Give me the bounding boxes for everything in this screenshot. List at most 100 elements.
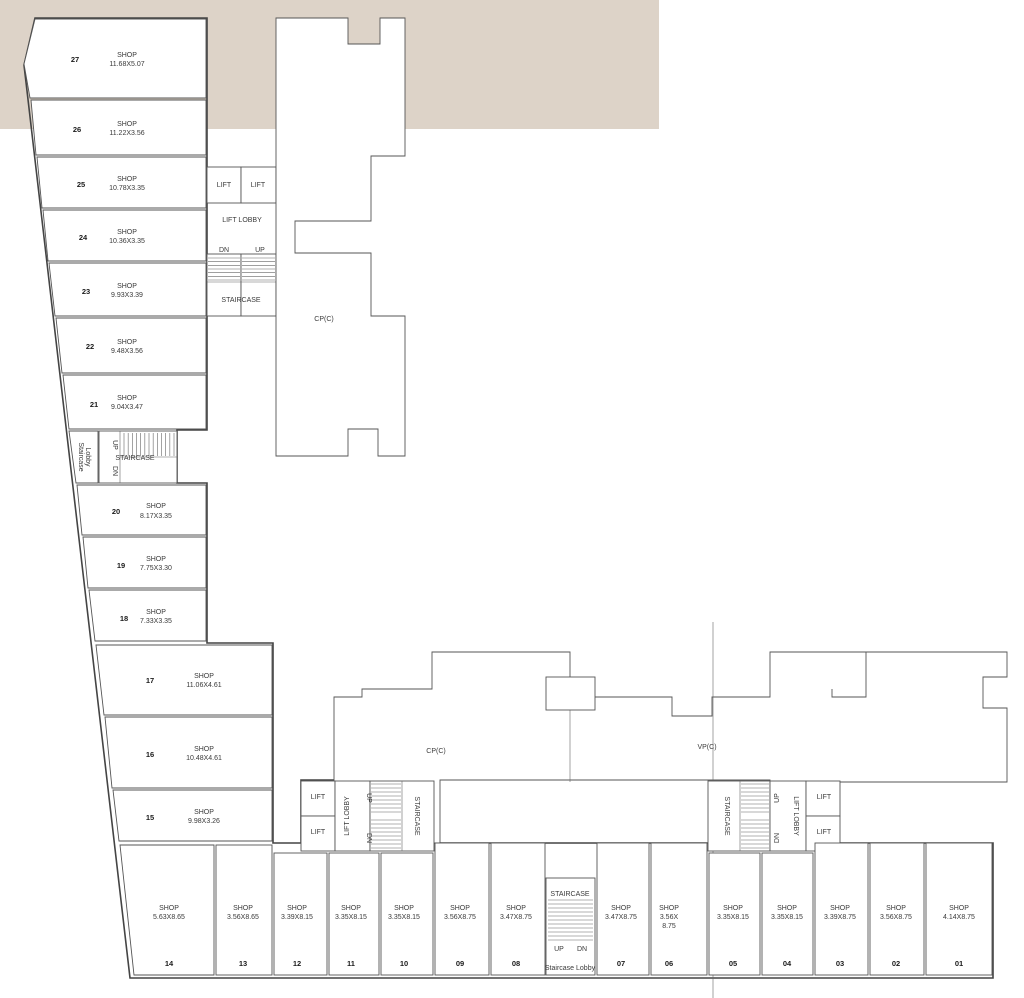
dn-label: DN	[577, 946, 587, 953]
lift-label: LIFT	[817, 829, 832, 836]
shop-label-13: SHOP	[233, 905, 253, 912]
shop-number-12: 12	[293, 959, 301, 968]
shop-size-09: 3.56X8.75	[444, 914, 476, 921]
shop-size-04: 3.35X8.15	[771, 914, 803, 921]
dn-label: DN	[219, 247, 229, 254]
shop-size-08: 3.47X8.75	[500, 914, 532, 921]
shop-number-03: 03	[836, 959, 844, 968]
shop-number-01: 01	[955, 959, 963, 968]
shop-label-18: SHOP	[146, 609, 166, 616]
shop-size-25: 10.78X3.35	[109, 185, 145, 192]
shop-number-24: 24	[79, 233, 88, 242]
shop-label-17: SHOP	[194, 673, 214, 680]
shop-number-06: 06	[665, 959, 673, 968]
bottom-left-lift-core	[300, 780, 435, 852]
shop-number-16: 16	[146, 750, 154, 759]
shop-size-15: 9.98X3.26	[188, 818, 220, 825]
top-lift-core	[206, 166, 277, 317]
staircase-label: STAIRCASE	[221, 297, 260, 304]
shop-size-12: 3.39X8.15	[281, 914, 313, 921]
shop-number-17: 17	[146, 676, 154, 685]
shop-number-25: 25	[77, 180, 85, 189]
shop-label-05: SHOP	[723, 905, 743, 912]
shop-label-27: SHOP	[117, 52, 137, 59]
lift-lobby-label: LIFT LOBBY	[344, 796, 351, 836]
shop-size-21: 9.04X3.47	[111, 404, 143, 411]
shop-label-14: SHOP	[159, 905, 179, 912]
shop-label-20: SHOP	[146, 503, 166, 510]
shop-size-06: 3.56X	[660, 914, 679, 921]
up-label: UP	[255, 247, 265, 254]
staircase-lobby-label: Staircase Lobby	[545, 965, 596, 972]
lift-label: LIFT	[817, 794, 832, 801]
car-park-label: CP(C)	[314, 316, 333, 323]
shop-size-02: 3.56X8.75	[880, 914, 912, 921]
staircase-label: STAIRCASE	[550, 891, 589, 898]
shop-label-26: SHOP	[117, 121, 137, 128]
shop-label-08: SHOP	[506, 905, 526, 912]
shop-label-01: SHOP	[949, 905, 969, 912]
lift-label: LIFT	[251, 182, 266, 189]
shop-number-27: 27	[71, 55, 79, 64]
shop-label-24: SHOP	[117, 229, 137, 236]
lift-lobby-label: LIFT LOBBY	[222, 217, 262, 224]
shop-size-26: 11.22X3.56	[109, 130, 144, 137]
shop-size-07: 3.47X8.75	[605, 914, 637, 921]
shop-label-09: SHOP	[450, 905, 470, 912]
shop-number-21: 21	[90, 400, 98, 409]
shop-label-12: SHOP	[287, 905, 307, 912]
shop-size-10: 3.35X8.15	[388, 914, 420, 921]
shop-size2-06: 8.75	[662, 923, 676, 930]
lift-label: LIFT	[217, 182, 232, 189]
shop-label-19: SHOP	[146, 556, 166, 563]
up-label: UP	[365, 793, 372, 803]
shop-size-14: 5.63X8.65	[153, 914, 185, 921]
shop-size-20: 8.17X3.35	[140, 513, 172, 520]
shop-size-17: 11.06X4.61	[186, 682, 221, 689]
lift-lobby-label: LIFT LOBBY	[792, 796, 799, 836]
vehicle-park-label: VP(C)	[697, 744, 716, 751]
shop-size-03: 3.39X8.75	[824, 914, 856, 921]
shop-size-11: 3.35X8.15	[335, 914, 367, 921]
shop-size-19: 7.75X3.30	[140, 565, 172, 572]
up-label: UP	[111, 440, 118, 450]
shop-size-23: 9.93X3.39	[111, 292, 143, 299]
staircase-lobby-label: Staircase	[77, 442, 84, 471]
shop-size-13: 3.56X8.65	[227, 914, 259, 921]
bottom-shop-cells	[119, 842, 993, 976]
shop-label-10: SHOP	[394, 905, 414, 912]
shop-label-16: SHOP	[194, 746, 214, 753]
shop-label-21: SHOP	[117, 395, 137, 402]
shop-number-11: 11	[347, 959, 355, 968]
shop-label-15: SHOP	[194, 809, 214, 816]
shop-label-04: SHOP	[777, 905, 797, 912]
shop-label-23: SHOP	[117, 283, 137, 290]
dn-label: DN	[365, 833, 372, 843]
dn-label: DN	[111, 466, 118, 476]
up-label: UP	[774, 793, 781, 803]
shop-label-06: SHOP	[659, 905, 679, 912]
shop-number-13: 13	[239, 959, 247, 968]
stair-treads	[123, 257, 769, 941]
shop-number-10: 10	[400, 959, 408, 968]
dn-label: DN	[774, 833, 781, 843]
left-staircase-block	[68, 430, 178, 484]
shop-size-05: 3.35X8.15	[717, 914, 749, 921]
shop-size-24: 10.36X3.35	[109, 238, 145, 245]
shop-label-03: SHOP	[830, 905, 850, 912]
shop-label-07: SHOP	[611, 905, 631, 912]
up-label: UP	[554, 946, 564, 953]
shop-size-18: 7.33X3.35	[140, 618, 172, 625]
shop-number-02: 02	[892, 959, 900, 968]
car-park-label: CP(C)	[426, 748, 445, 755]
shop-number-26: 26	[73, 125, 81, 134]
shop-number-07: 07	[617, 959, 625, 968]
outer-boundary	[23, 17, 994, 979]
staircase-label: STAIRCASE	[413, 796, 420, 835]
shop-label-11: SHOP	[341, 905, 361, 912]
staircase-label: STAIRCASE	[115, 455, 154, 462]
staircase-label: STAIRCASE	[723, 796, 730, 835]
shop-label-02: SHOP	[886, 905, 906, 912]
